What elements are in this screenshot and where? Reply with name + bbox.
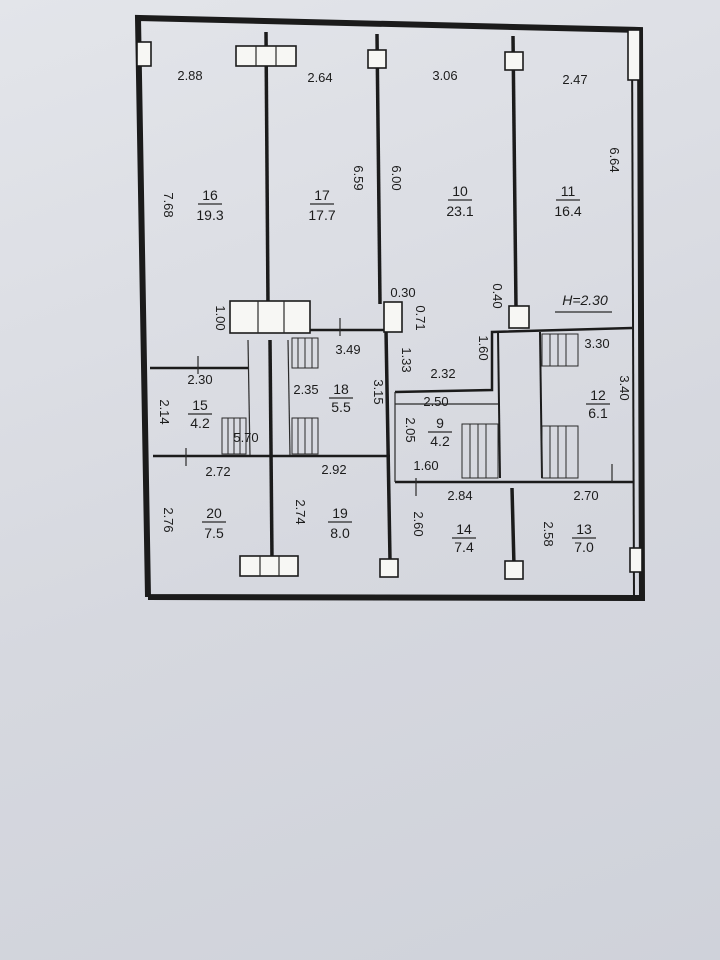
- svg-text:7.4: 7.4: [454, 539, 474, 555]
- ceiling-height-label: H=2.30: [562, 292, 608, 308]
- dim-v-11: 6.64: [607, 147, 622, 172]
- room-18: 18 5.5: [329, 381, 353, 415]
- svg-text:7.0: 7.0: [574, 539, 594, 555]
- svg-text:23.1: 23.1: [446, 203, 473, 219]
- structural-columns: [136, 29, 643, 580]
- dim-349: 3.49: [335, 342, 360, 357]
- dim-258: 2.58: [541, 521, 556, 546]
- dim-160a: 1.60: [476, 335, 491, 360]
- svg-text:15: 15: [192, 397, 208, 413]
- dim-260: 2.60: [411, 511, 426, 536]
- dim-330: 3.30: [584, 336, 609, 351]
- dim-v-17: 6.59: [351, 165, 366, 190]
- dim-top-1: 2.88: [177, 68, 202, 83]
- room-16: 16 19.3: [196, 187, 223, 223]
- dim-133: 1.33: [399, 347, 414, 372]
- svg-text:17.7: 17.7: [308, 207, 335, 223]
- room-17: 17 17.7: [308, 187, 335, 223]
- dim-top-2: 2.64: [307, 70, 332, 85]
- dim-071: 0.71: [413, 305, 428, 330]
- dim-315: 3.15: [371, 379, 386, 404]
- room-10: 10 23.1: [446, 183, 473, 219]
- room-11: 11 16.4: [554, 183, 581, 219]
- room-19: 19 8.0: [328, 505, 352, 541]
- svg-text:20: 20: [206, 505, 222, 521]
- dim-100: 1.00: [213, 305, 228, 330]
- svg-text:19.3: 19.3: [196, 207, 223, 223]
- dim-235: 2.35: [293, 382, 318, 397]
- svg-text:19: 19: [332, 505, 348, 521]
- dim-040: 0.40: [490, 283, 505, 308]
- svg-text:13: 13: [576, 521, 592, 537]
- dim-276: 2.76: [161, 507, 176, 532]
- dim-v-16: 7.68: [161, 192, 176, 217]
- room-20: 20 7.5: [202, 505, 226, 541]
- dim-205: 2.05: [403, 417, 418, 442]
- svg-text:12: 12: [590, 387, 606, 403]
- dim-214: 2.14: [157, 399, 172, 424]
- dim-232: 2.32: [430, 366, 455, 381]
- dim-250: 2.50: [423, 394, 448, 409]
- room-9: 9 4.2: [428, 415, 452, 449]
- dim-272: 2.72: [205, 464, 230, 479]
- stairs: [221, 333, 579, 479]
- svg-text:6.1: 6.1: [588, 405, 608, 421]
- svg-text:14: 14: [456, 521, 472, 537]
- room-12: 12 6.1: [586, 387, 610, 421]
- svg-text:8.0: 8.0: [330, 525, 350, 541]
- svg-text:11: 11: [561, 183, 576, 199]
- svg-text:18: 18: [333, 381, 349, 397]
- room-15: 15 4.2: [188, 397, 212, 431]
- room-labels: 16 19.3 17 17.7 10 23.1 11 16.4 15 4.2 1…: [188, 183, 610, 555]
- svg-text:10: 10: [452, 183, 468, 199]
- dim-v-10: 6.00: [389, 165, 404, 190]
- dim-030: 0.30: [390, 285, 415, 300]
- dim-top-3: 3.06: [432, 68, 457, 83]
- dim-230: 2.30: [187, 372, 212, 387]
- room-14: 14 7.4: [452, 521, 476, 555]
- room-13: 13 7.0: [572, 521, 596, 555]
- svg-text:16.4: 16.4: [554, 203, 581, 219]
- dim-284: 2.84: [447, 488, 472, 503]
- dimension-labels: 2.88 2.64 3.06 2.47 7.68 6.59 6.00 6.64 …: [157, 68, 632, 547]
- svg-text:4.2: 4.2: [190, 415, 210, 431]
- dim-top-4: 2.47: [562, 72, 587, 87]
- dim-270: 2.70: [573, 488, 598, 503]
- dim-570: 5.70: [233, 430, 258, 445]
- svg-text:9: 9: [436, 415, 444, 431]
- dim-292: 2.92: [321, 462, 346, 477]
- dimension-ticks: [185, 311, 613, 496]
- svg-text:16: 16: [202, 187, 218, 203]
- svg-text:5.5: 5.5: [331, 399, 351, 415]
- dim-340: 3.40: [617, 375, 632, 400]
- dim-274: 2.74: [293, 499, 308, 524]
- svg-text:17: 17: [314, 187, 330, 203]
- interior-walls: [150, 31, 635, 599]
- dim-160b: 1.60: [413, 458, 438, 473]
- svg-text:7.5: 7.5: [204, 525, 224, 541]
- svg-text:4.2: 4.2: [430, 433, 450, 449]
